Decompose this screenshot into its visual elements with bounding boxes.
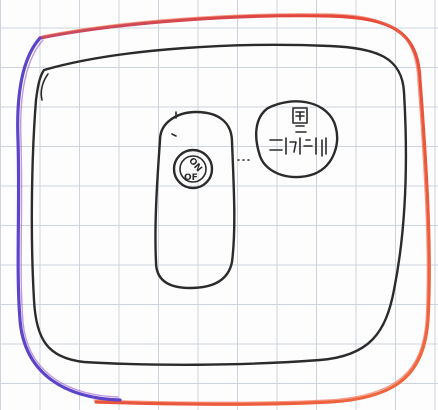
power-off-label: OF (184, 173, 198, 183)
body-mark (41, 74, 48, 100)
panel-mark (172, 134, 176, 136)
power-button[interactable]: ON OF (174, 150, 212, 188)
outer-outline (18, 14, 430, 405)
device-body (32, 45, 406, 365)
switch-panel (155, 112, 234, 288)
display-icon-mark (296, 112, 304, 120)
display-scale (270, 108, 326, 156)
scale-ticks (270, 126, 326, 156)
